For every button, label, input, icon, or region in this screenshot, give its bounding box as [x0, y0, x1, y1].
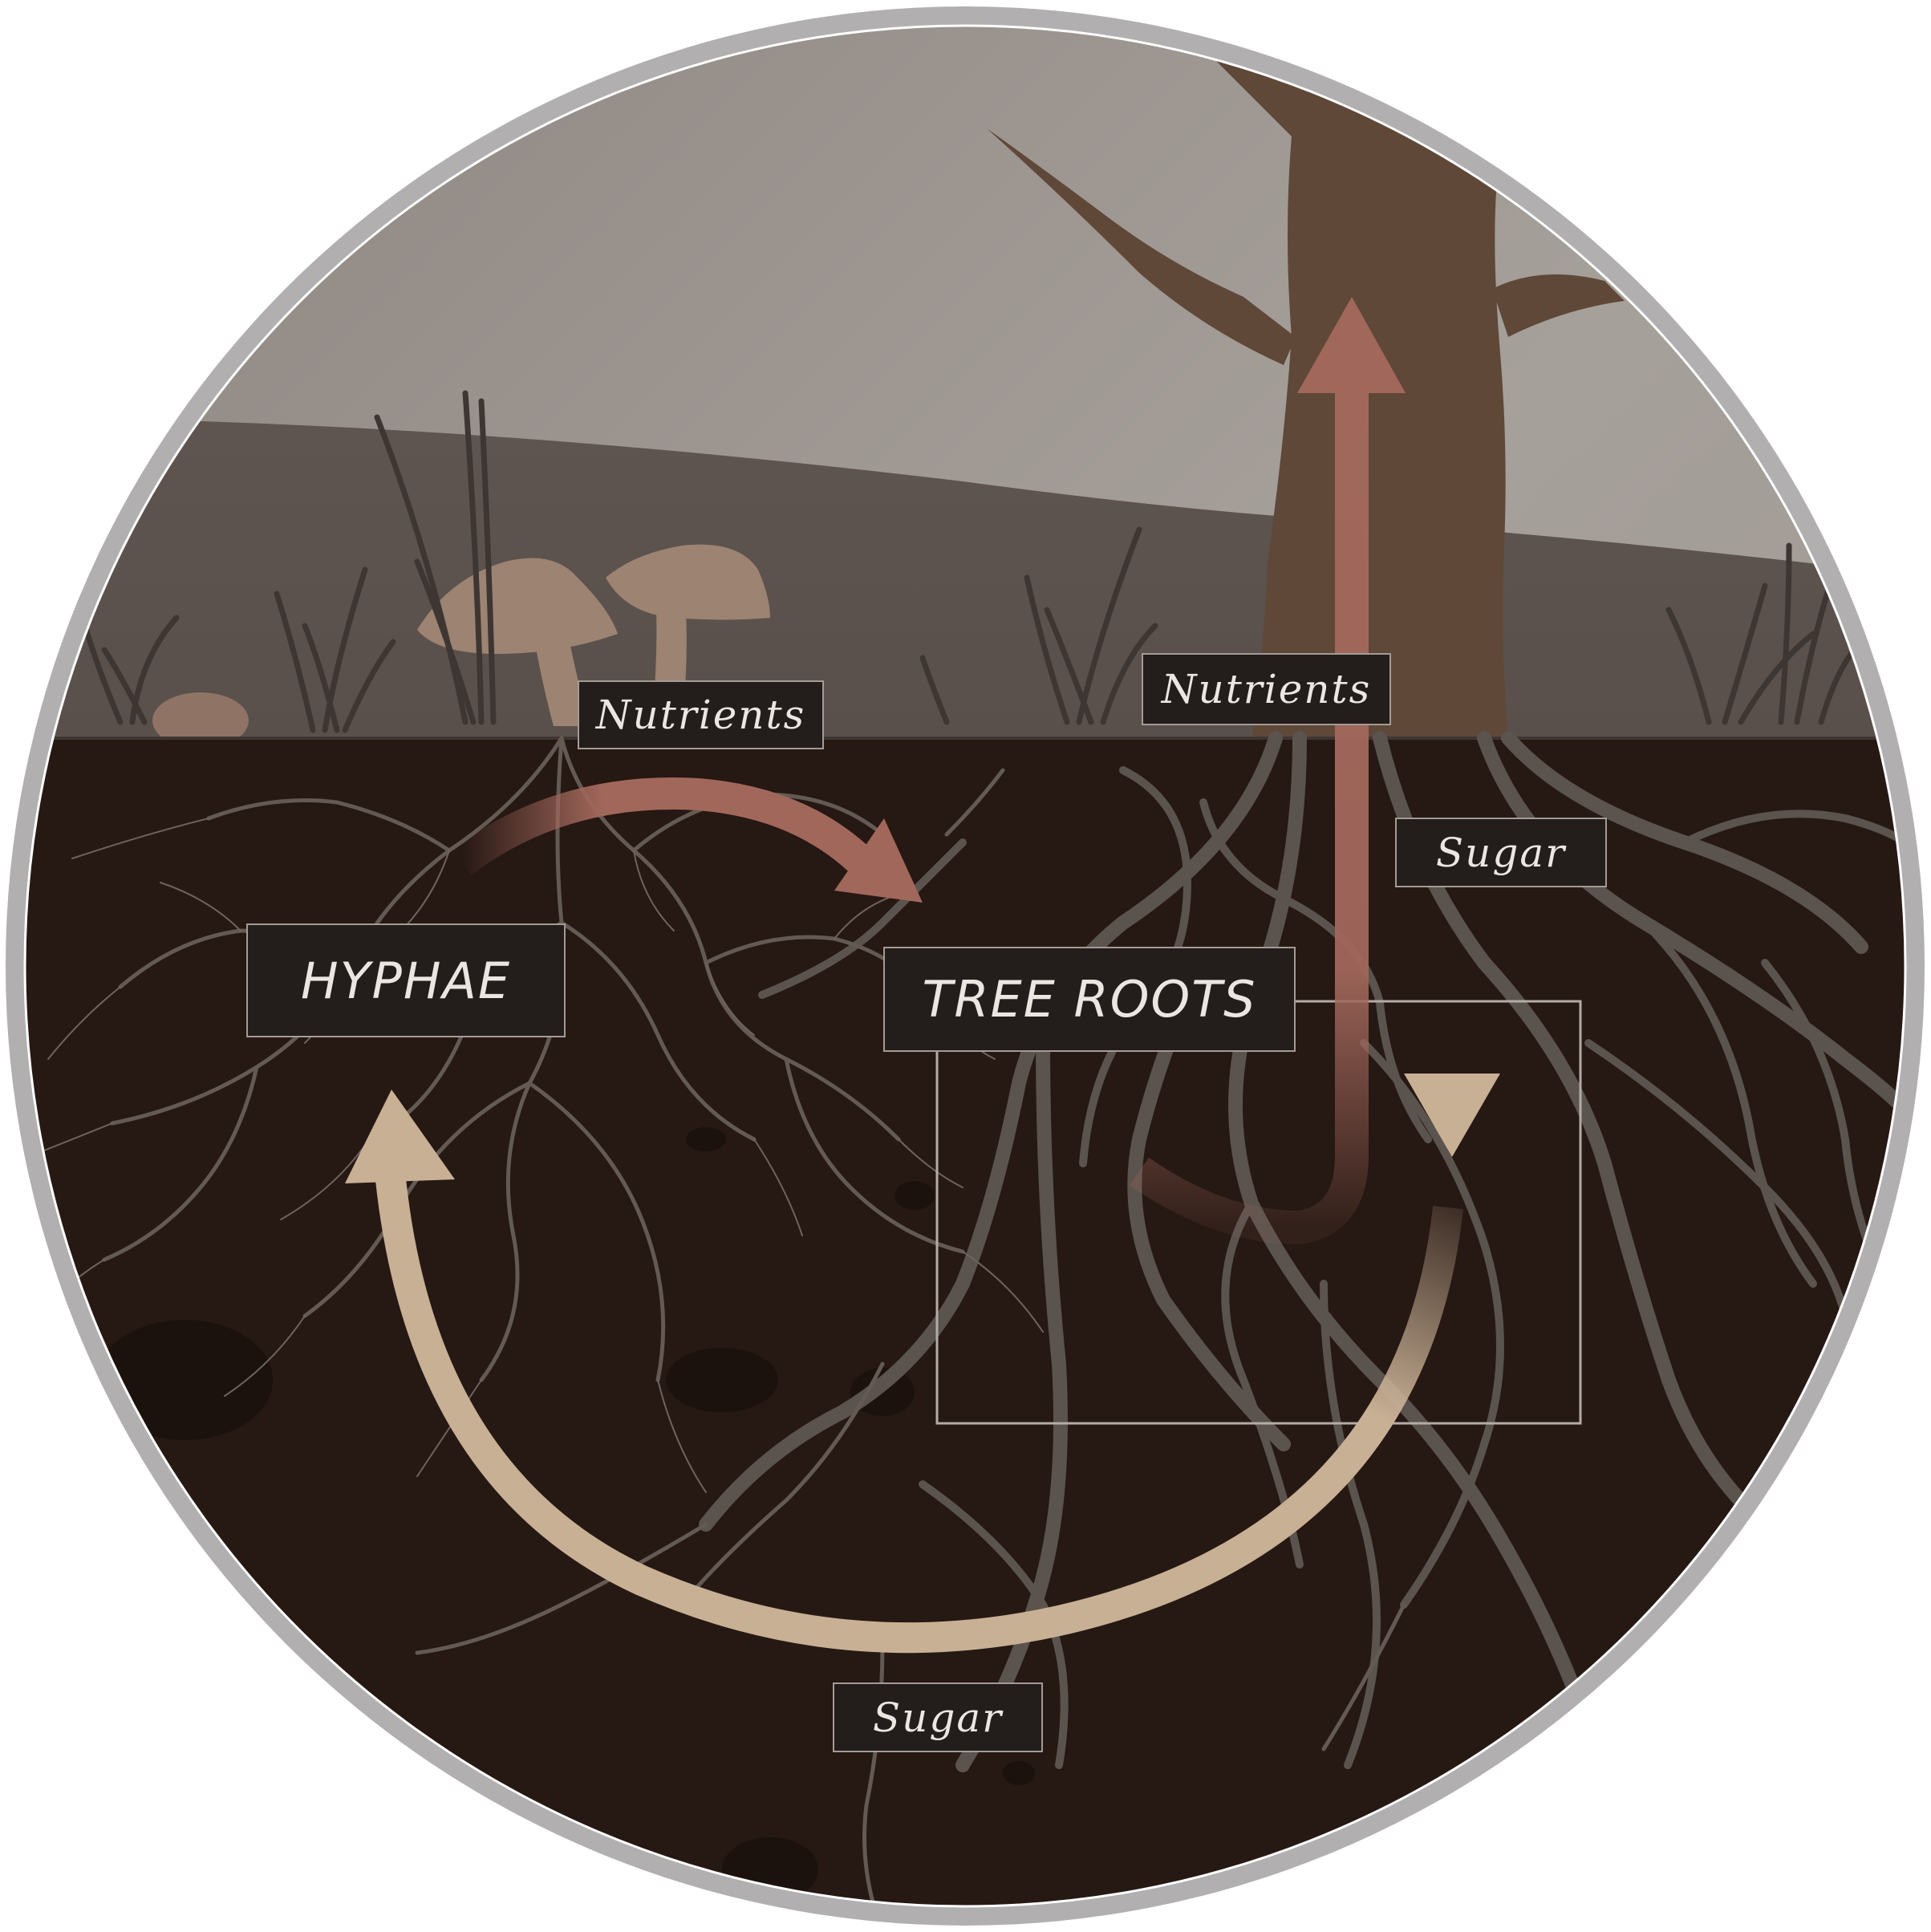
sugar-arrowhead-left: [345, 1090, 455, 1183]
tree-roots-label: TREE ROOTS: [883, 947, 1296, 1052]
mushroom-cap-left: [417, 558, 618, 654]
mushroom-cap-right: [606, 544, 770, 620]
nutrients-arrow-arc: [451, 777, 878, 879]
nutrients-arrowhead-right: [834, 818, 923, 903]
tree-branch-left: [987, 128, 1296, 365]
mushroom-stem-left: [533, 634, 590, 726]
sugar-arrowhead-down: [1404, 1074, 1500, 1157]
nutrients-arrowhead-up: [1297, 297, 1406, 393]
nutrients-label-left: Nutrients: [578, 680, 824, 749]
sugar-arrow-arc: [374, 1162, 1463, 1654]
nutrients-arrow-up: [1129, 369, 1369, 1245]
sugar-label-right: Sugar: [1395, 818, 1607, 887]
tree-branch-right: [1492, 274, 1625, 337]
rock: [152, 692, 249, 749]
sugar-label-bottom: Sugar: [833, 1682, 1043, 1752]
nutrients-label-right: Nutrients: [1142, 653, 1391, 725]
frame-edge: [23, 24, 1907, 1908]
mushrooms: [152, 544, 770, 749]
soil-stones: [96, 1127, 1035, 1902]
hyphae-label: HYPHAE: [246, 923, 566, 1037]
